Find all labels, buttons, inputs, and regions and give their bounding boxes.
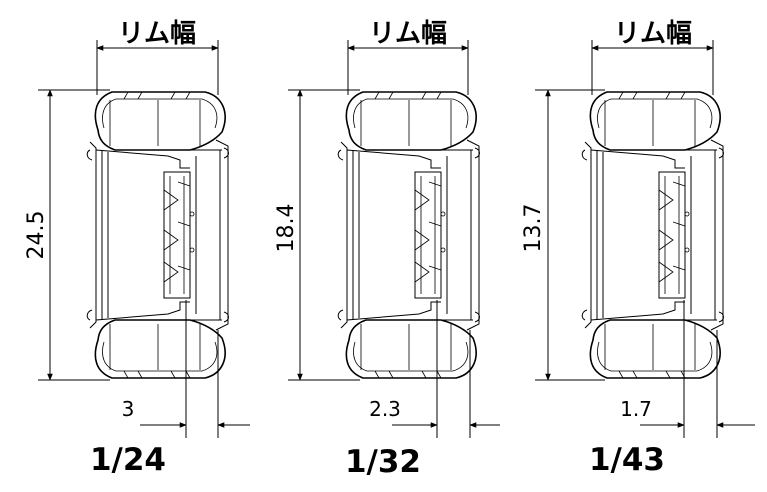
scale-label: 1/43 — [589, 442, 665, 478]
rim-width-label: リム幅 — [118, 19, 196, 49]
wheel-panel-1-24: リム幅 24.5 3 1/24 — [24, 19, 250, 478]
wheel-cross-section — [337, 91, 481, 379]
wheel-panel-1-43: リム幅 13.7 1.7 1/43 — [521, 19, 755, 478]
diameter-value: 13.7 — [521, 204, 546, 253]
offset-value: 3 — [122, 397, 135, 421]
wheel-cross-section — [581, 91, 725, 379]
rim-width-label: リム幅 — [369, 19, 447, 49]
offset-value: 2.3 — [369, 397, 401, 421]
scale-label: 1/32 — [345, 444, 421, 480]
diameter-value: 18.4 — [274, 204, 299, 253]
offset-value: 1.7 — [620, 397, 652, 421]
wheel-panel-1-32: リム幅 18.4 2.3 1/32 — [274, 19, 500, 480]
wheel-cross-section — [86, 91, 230, 379]
diameter-value: 24.5 — [24, 211, 49, 260]
rim-width-label: リム幅 — [614, 19, 692, 49]
scale-label: 1/24 — [90, 442, 166, 478]
